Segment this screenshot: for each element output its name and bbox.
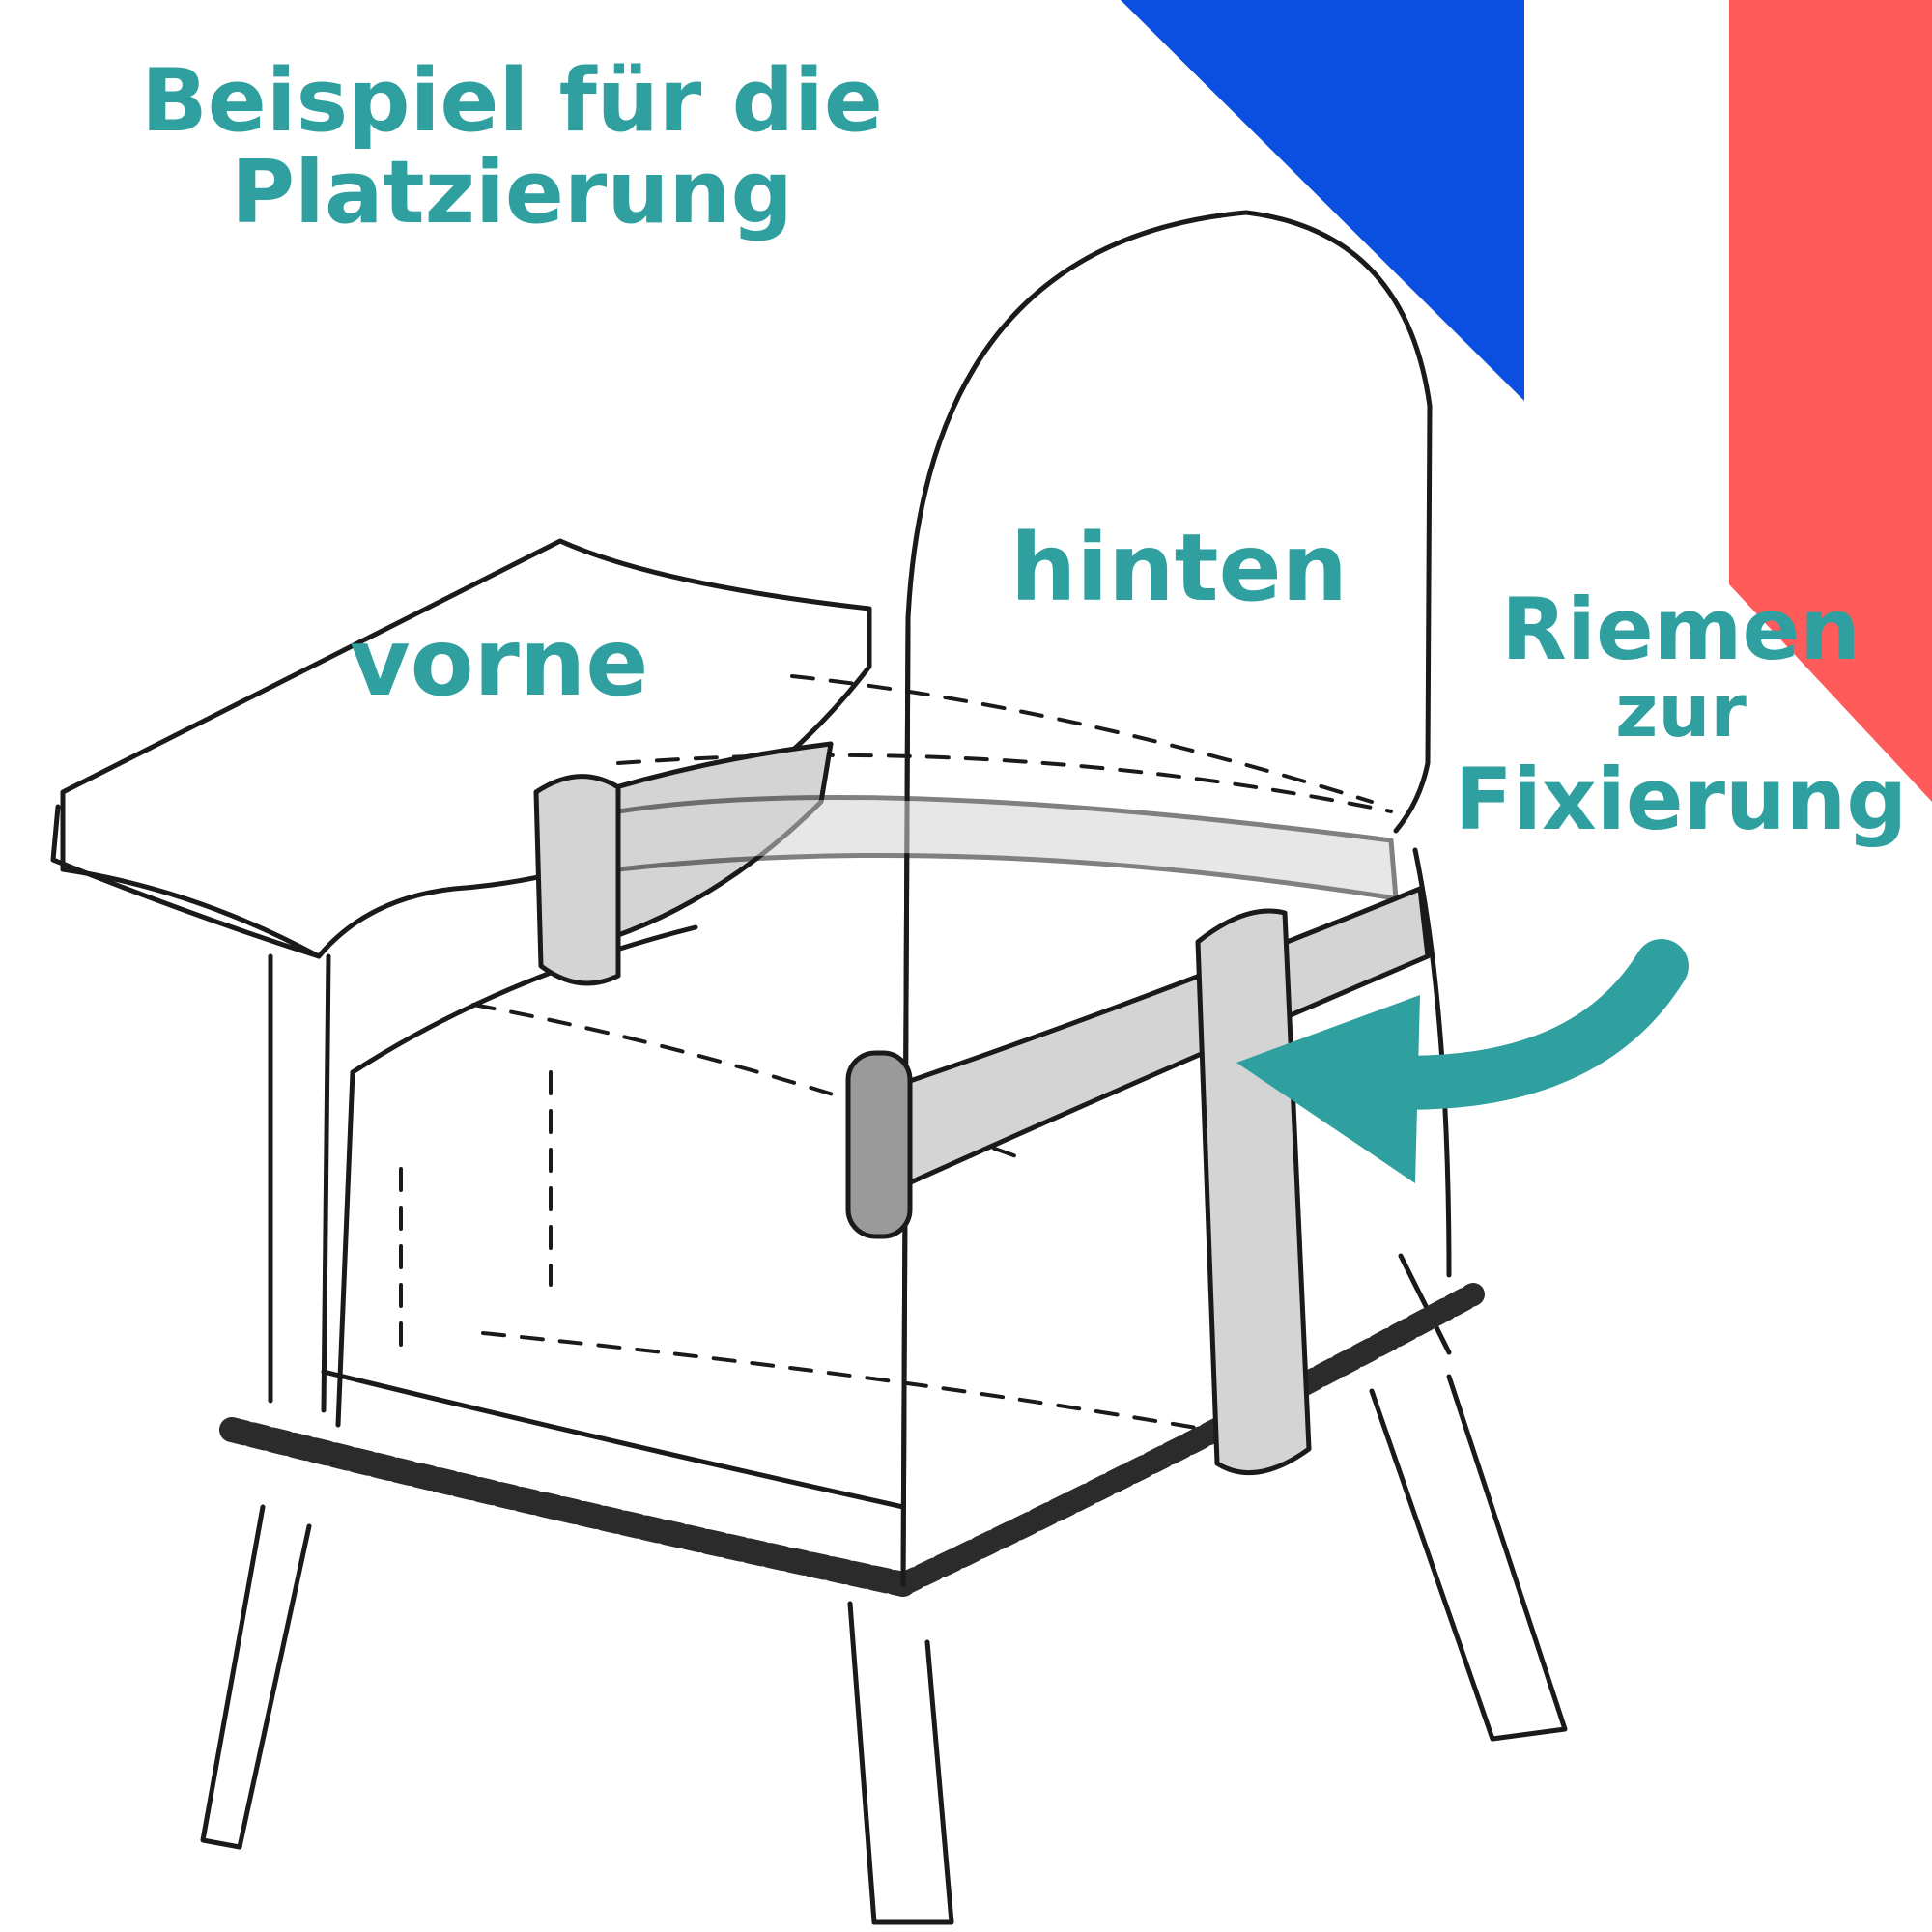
hidden-line-seat-mid (471, 1003, 1026, 1161)
chair-leg-back-left (1398, 1253, 1452, 1355)
strap-label-line-1: Riemen (1501, 580, 1861, 679)
booster-front-panel (321, 924, 906, 1510)
title-line-1: Beispiel für die (141, 50, 883, 152)
tray-edge (50, 804, 322, 959)
strap-label: Riemen zur Fixierung (1449, 587, 1913, 842)
tray-top (60, 538, 872, 959)
booster-backrest (900, 210, 1433, 1587)
hidden-line-seat-top (616, 753, 1393, 813)
strap-back-band (615, 794, 1399, 901)
title-line-2: Platzierung (231, 141, 793, 243)
strap-center-clip (845, 1050, 913, 1239)
chair-base-side-rope (892, 1283, 1485, 1596)
hidden-line-seat-low (481, 1331, 1209, 1432)
flag-blue-triangle (1121, 0, 1524, 401)
back-label: hinten (1010, 514, 1348, 622)
chair-leg-back-right (1369, 1374, 1568, 1742)
flag-red-band (1729, 0, 1932, 802)
tray-support (268, 953, 331, 1413)
chair-leg-front-left (200, 1504, 312, 1850)
curved-arrow-icon (1236, 939, 1689, 1183)
strap-front-buckle (533, 774, 621, 986)
chair-base-front-rope (219, 1417, 916, 1597)
front-label: vorne (350, 609, 649, 717)
strap-label-line-2: zur (1615, 668, 1747, 753)
chair-leg-front-center (847, 1601, 954, 1925)
strap-label-line-3: Fixierung (1454, 750, 1908, 849)
booster-side-panel (1412, 847, 1452, 1278)
diagram-title: Beispiel für die Platzierung (116, 50, 908, 243)
hidden-line-back (790, 674, 1374, 804)
